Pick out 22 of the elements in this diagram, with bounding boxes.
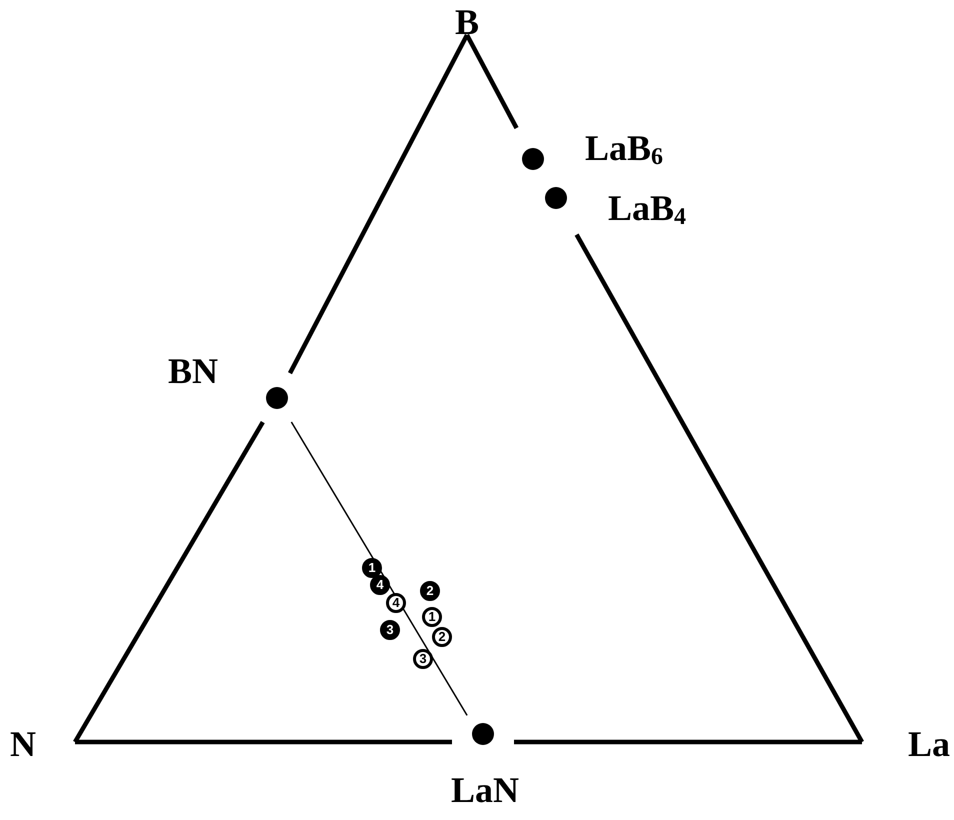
sample-marker: 3 (413, 649, 433, 669)
triangle-side (574, 234, 864, 744)
tie-line (290, 422, 468, 716)
element-label: N (10, 726, 36, 762)
triangle-side (73, 421, 265, 744)
compound-label: LaB$_{4}$ (608, 190, 686, 226)
sample-marker: 1 (362, 558, 382, 578)
sample-marker: 2 (420, 581, 440, 601)
sample-marker: 2 (432, 627, 452, 647)
element-label: B (455, 4, 479, 40)
compound-label: LaN (451, 772, 519, 808)
triangle-side (288, 34, 469, 374)
sample-marker: 1 (422, 607, 442, 627)
triangle-side (514, 740, 862, 744)
sample-marker: 3 (380, 620, 400, 640)
element-label: La (908, 726, 950, 762)
triangle-side (465, 34, 519, 130)
sample-marker: 4 (386, 593, 406, 613)
compound-label: BN (168, 353, 218, 389)
sample-marker: 4 (370, 575, 390, 595)
compound-label: LaB$_{6}$ (585, 130, 664, 166)
triangle-side (75, 740, 452, 744)
